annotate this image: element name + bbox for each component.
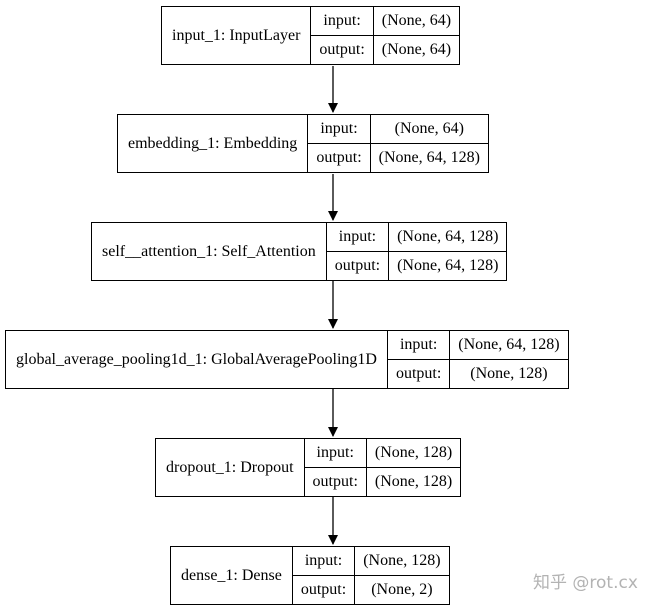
input-shape: (None, 64, 128) [449,330,569,360]
layer-node-embedding: embedding_1: Embedding input: (None, 64)… [116,114,489,173]
layer-name: self__attention_1: Self_Attention [91,222,327,281]
output-label: output: [307,143,371,173]
input-label: input: [303,438,367,468]
input-shape: (None, 128) [365,438,462,468]
output-label: output: [386,359,451,389]
input-label: input: [307,114,371,144]
layer-name: dropout_1: Dropout [155,438,305,497]
input-shape: (None, 64, 128) [388,222,508,252]
output-label: output: [291,575,356,605]
output-shape: (None, 64, 128) [388,251,508,281]
output-label: output: [325,251,390,281]
layer-node-self-attention: self__attention_1: Self_Attention input:… [91,222,508,281]
input-label: input: [310,6,374,36]
output-shape: (None, 128) [449,359,569,389]
input-shape: (None, 64) [372,6,461,36]
output-shape: (None, 2) [354,575,450,605]
output-label: output: [303,467,367,497]
input-label: input: [291,546,356,576]
layer-node-input: input_1: InputLayer input: (None, 64) ou… [160,6,461,65]
watermark: 知乎 @rot.cx [533,573,638,593]
layer-node-dense: dense_1: Dense input: (None, 128) output… [170,546,450,605]
output-shape: (None, 128) [365,467,462,497]
layer-name: embedding_1: Embedding [116,114,309,173]
input-label: input: [386,330,451,360]
output-label: output: [310,35,374,65]
input-shape: (None, 128) [354,546,450,576]
input-label: input: [325,222,390,252]
layer-name: input_1: InputLayer [160,6,312,65]
output-shape: (None, 64) [372,35,461,65]
layer-node-global-average-pooling: global_average_pooling1d_1: GlobalAverag… [5,330,569,389]
output-shape: (None, 64, 128) [369,143,489,173]
input-shape: (None, 64) [369,114,489,144]
layer-name: global_average_pooling1d_1: GlobalAverag… [5,330,388,389]
layer-name: dense_1: Dense [170,546,293,605]
layer-node-dropout: dropout_1: Dropout input: (None, 128) ou… [155,438,462,497]
